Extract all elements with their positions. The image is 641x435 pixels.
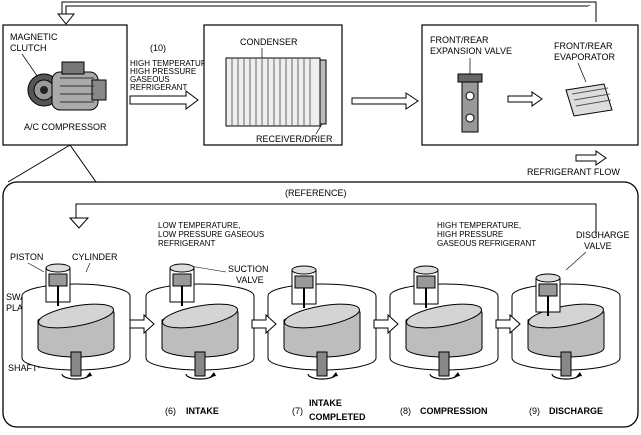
refrigerant-flow-legend-arrow [575, 150, 607, 166]
step10-number: (10) [150, 43, 166, 53]
discharge-valve-label-1: DISCHARGE [576, 230, 630, 240]
ac-compressor-label: A/C COMPRESSOR [24, 122, 107, 132]
refrigerant-flow-label: REFRIGERANT FLOW [527, 167, 620, 177]
discharge-valve-label-2: VALVE [584, 241, 612, 251]
return-flow-arrow [56, 1, 597, 25]
stage-arrows [129, 313, 521, 335]
high-temp-desc-3: GASEOUS REFRIGERANT [437, 239, 536, 248]
step10-desc-1: HIGH TEMPERATURE, [130, 59, 214, 68]
step6-name: INTAKE [186, 406, 219, 416]
low-temp-desc-2: LOW PRESSURE GASEOUS [158, 230, 264, 239]
suction-valve-label-2: VALVE [236, 275, 264, 285]
step10-desc-2: HIGH PRESSURE [130, 67, 196, 76]
low-temp-desc-3: REFRIGERANT [158, 239, 215, 248]
compressor-illustration [27, 61, 107, 111]
shaft-label: SHAFT [8, 363, 38, 373]
magnetic-clutch-label-2: CLUTCH [10, 43, 47, 53]
cylinder-label: CYLINDER [72, 252, 118, 262]
step8-number: (8) [400, 406, 411, 416]
step9-name: DISCHARGE [549, 406, 603, 416]
evaporator-box: FRONT/REAR EXPANSION VALVE FRONT/REAR EV… [421, 24, 639, 146]
step10-desc-3: GASEOUS [130, 75, 170, 84]
reference-loop-arrow [68, 203, 597, 236]
step10-desc-4: REFRIGERANT [130, 83, 187, 92]
compressor-box: MAGNETIC CLUTCH A/C COMPRESSOR [2, 24, 128, 146]
evaporator-label-1: FRONT/REAR [554, 41, 613, 51]
evaporator-label-2: EVAPORATOR [554, 52, 616, 62]
suction-valve-label-1: SUCTION [228, 264, 269, 274]
receiver-drier-label: RECEIVER/DRIER [256, 134, 333, 144]
stage-discharge [511, 273, 621, 380]
condenser-box: CONDENSER RECEIVER/DRIER [203, 24, 343, 146]
expansion-valve-illustration [457, 73, 483, 133]
evaporator-illustration [565, 83, 613, 117]
compressor-stages [21, 263, 621, 380]
step7-name-2: COMPLETED [309, 412, 366, 422]
flow-arrow-3 [507, 91, 543, 107]
step7-name-1: INTAKE [309, 398, 342, 408]
stage-overview [21, 263, 131, 380]
step8-name: COMPRESSION [420, 406, 488, 416]
expansion-valve-label-1: FRONT/REAR [430, 35, 489, 45]
stage-compression [389, 265, 499, 380]
stage-intake [145, 263, 255, 380]
high-temp-desc-2: HIGH PRESSURE [437, 230, 503, 239]
flow-arrow-1 [129, 90, 199, 110]
reference-title: (REFERENCE) [285, 188, 347, 198]
condenser-label: CONDENSER [240, 37, 298, 47]
step9-number: (9) [529, 406, 540, 416]
magnetic-clutch-label-1: MAGNETIC [10, 32, 58, 42]
expansion-valve-label-2: EXPANSION VALVE [430, 46, 512, 56]
high-temp-desc-1: HIGH TEMPERATURE, [437, 221, 521, 230]
stage-intake-completed [267, 265, 377, 380]
condenser-illustration [225, 57, 327, 127]
swash-plate-label-2: PLATE [6, 303, 34, 313]
step7-number: (7) [292, 406, 303, 416]
step6-number: (6) [165, 406, 176, 416]
flow-arrow-2 [351, 92, 419, 110]
low-temp-desc-1: LOW TEMPERATURE, [158, 221, 240, 230]
piston-label: PISTON [10, 252, 43, 262]
